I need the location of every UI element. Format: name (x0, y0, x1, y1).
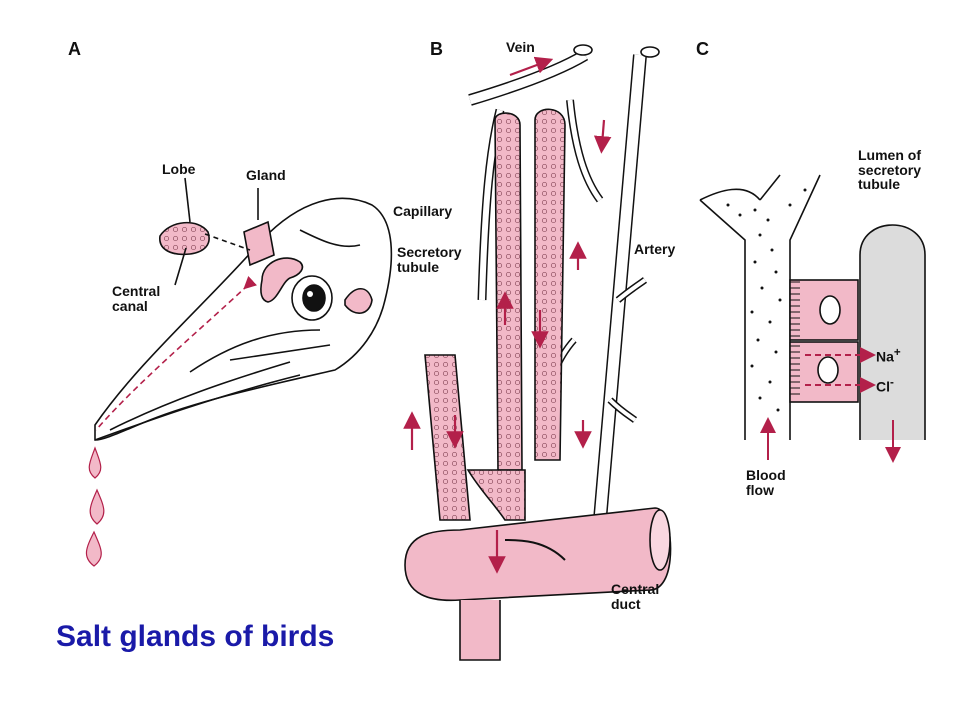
panel-b-letter: B (430, 39, 443, 59)
label-artery: Artery (634, 241, 676, 257)
salt-droplets (85, 446, 105, 567)
flow-arrows-b (403, 56, 612, 574)
label-vein: Vein (506, 39, 535, 55)
label-lumen-of-secretory-tubule: Lumen of secretory tubule (858, 147, 922, 193)
label-na-ion: Na+ (876, 346, 901, 365)
label-central-canal: Central canal (112, 283, 161, 314)
label-capillary: Capillary (393, 203, 453, 219)
label-gland: Gland (246, 167, 286, 183)
blood-solute-dots (726, 188, 807, 412)
panel-c-ion-transport (699, 174, 926, 440)
label-blood-flow: Blood flow (746, 467, 786, 498)
label-secretory-tubule: Secretory tubule (397, 244, 462, 275)
label-cl-ion: Cl- (876, 376, 894, 395)
panel-a-letter: A (68, 39, 81, 59)
panel-c-letter: C (696, 39, 709, 59)
salt-duct-path-a (95, 275, 258, 431)
panel-a-bird-head (94, 177, 393, 441)
slide-title: Salt glands of birds (56, 620, 335, 653)
ion-arrows (760, 347, 901, 463)
label-central-duct: Central duct (611, 581, 660, 612)
panel-b-tubule-system (404, 44, 672, 661)
label-lobe: Lobe (162, 161, 196, 177)
